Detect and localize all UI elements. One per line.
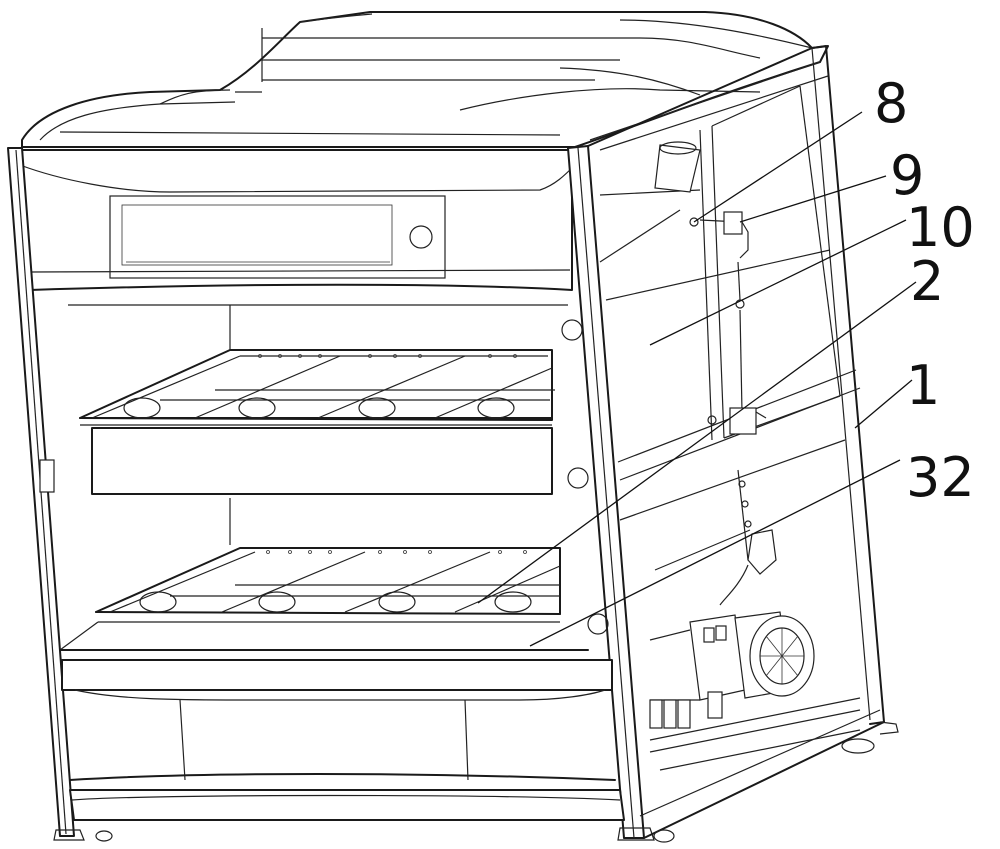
lower-tray-shelf [60,498,608,650]
upper-drawer-panel [92,428,552,494]
right-front-post [568,146,654,840]
display-frame [110,196,445,278]
callout-8: 8 [874,72,908,135]
callouts: 8 9 10 2 1 32 [874,72,975,509]
callout-1: 1 [906,354,940,417]
callout-2: 2 [910,250,944,313]
valve-9 [724,212,742,234]
leader-10 [650,220,906,345]
base-cabinet [62,660,624,841]
bracket-bolt [562,320,582,340]
header-panel [20,150,575,290]
roof-canopy [22,12,828,150]
callout-32: 32 [906,446,975,509]
upper-tray-shelf [68,305,588,494]
door-latch [40,460,54,492]
pump-motor [650,612,860,770]
leader-1 [855,380,912,428]
caster-wheel [842,739,874,753]
